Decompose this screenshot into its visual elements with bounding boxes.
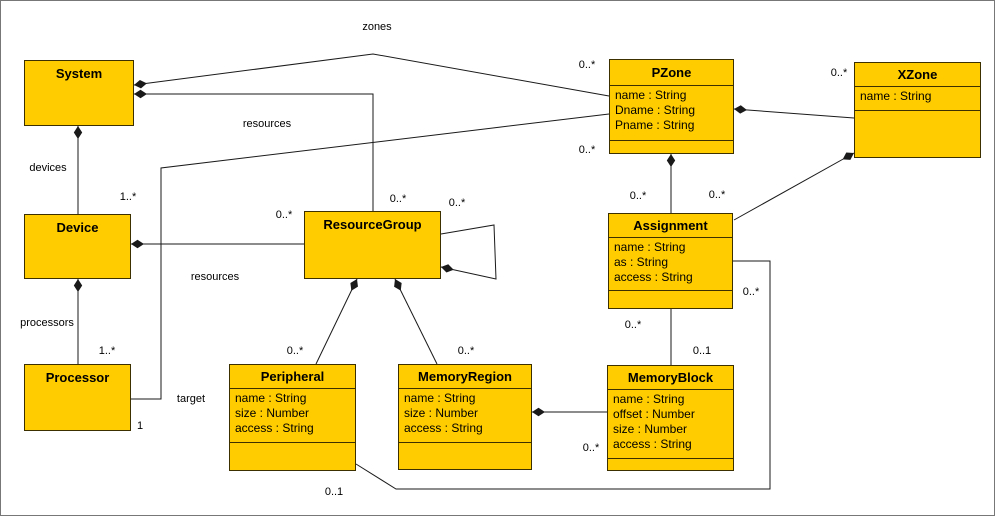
role-label-resources-device: resources bbox=[190, 271, 240, 283]
attribute-row: size : Number bbox=[404, 406, 479, 420]
class-attributes: name : String bbox=[855, 87, 980, 111]
class-title: Peripheral bbox=[230, 365, 355, 389]
class-title: ResourceGroup bbox=[323, 217, 422, 232]
multiplicity-label: 0..* bbox=[275, 209, 293, 221]
edge-xzone-assignment[interactable] bbox=[733, 152, 855, 221]
class-attributes: name : String size : Number access : Str… bbox=[230, 389, 355, 443]
attribute-row: size : Number bbox=[613, 422, 688, 436]
multiplicity-label: 0..* bbox=[457, 345, 475, 357]
class-title: Assignment bbox=[609, 214, 732, 238]
edge-resourcegroup-self[interactable] bbox=[440, 224, 497, 280]
class-title: PZone bbox=[610, 60, 733, 86]
composition-diamond-icon bbox=[441, 264, 454, 273]
multiplicity-label: 0..* bbox=[629, 190, 647, 202]
class-operations bbox=[230, 443, 355, 470]
multiplicity-label: 0..* bbox=[578, 144, 596, 156]
multiplicity-label: 0..* bbox=[582, 442, 600, 454]
class-peripheral[interactable]: Peripheral name : String size : Number a… bbox=[229, 364, 356, 471]
composition-diamond-icon bbox=[734, 105, 747, 114]
class-assignment[interactable]: Assignment name : String as : String acc… bbox=[608, 213, 733, 309]
composition-diamond-icon bbox=[131, 239, 144, 249]
class-attributes: name : String size : Number access : Str… bbox=[399, 389, 531, 443]
composition-diamond-icon bbox=[350, 279, 358, 291]
multiplicity-label: 0..1 bbox=[692, 345, 712, 357]
multiplicity-label: 1 bbox=[136, 420, 144, 432]
class-operations bbox=[855, 111, 980, 157]
class-operations bbox=[399, 443, 531, 469]
class-title: XZone bbox=[855, 63, 980, 87]
class-processor[interactable]: Processor bbox=[24, 364, 131, 431]
class-title: MemoryBlock bbox=[608, 366, 733, 390]
attribute-row: name : String bbox=[404, 391, 476, 405]
class-device[interactable]: Device bbox=[24, 214, 131, 279]
attribute-row: Pname : String bbox=[615, 118, 695, 132]
edge-resourcegroup-peripheral[interactable] bbox=[315, 278, 358, 365]
class-attributes: name : String offset : Number size : Num… bbox=[608, 390, 733, 459]
attribute-row: name : String bbox=[235, 391, 307, 405]
multiplicity-label: 0..* bbox=[448, 197, 466, 209]
attribute-row: size : Number bbox=[235, 406, 310, 420]
class-xzone[interactable]: XZone name : String bbox=[854, 62, 981, 158]
composition-diamond-icon bbox=[73, 279, 83, 292]
edge-system-resourcegroup[interactable] bbox=[134, 93, 374, 211]
role-label-processors: processors bbox=[20, 317, 74, 329]
composition-diamond-icon bbox=[134, 89, 147, 99]
role-label-devices: devices bbox=[29, 162, 67, 174]
class-attributes: name : String Dname : String Pname : Str… bbox=[610, 86, 733, 141]
class-memoryregion[interactable]: MemoryRegion name : String size : Number… bbox=[398, 364, 532, 470]
attribute-row: access : String bbox=[404, 421, 483, 435]
edge-pzone-xzone[interactable] bbox=[733, 108, 855, 119]
multiplicity-label: 0..* bbox=[624, 319, 642, 331]
edge-pzone-processor-target[interactable] bbox=[131, 113, 610, 400]
attribute-row: access : String bbox=[235, 421, 314, 435]
class-title: System bbox=[55, 66, 103, 81]
attribute-row: name : String bbox=[860, 89, 932, 103]
attribute-row: name : String bbox=[615, 88, 687, 102]
multiplicity-label: 0..* bbox=[286, 345, 304, 357]
attribute-row: name : String bbox=[614, 240, 686, 254]
class-system[interactable]: System bbox=[24, 60, 134, 126]
multiplicity-label: 1..* bbox=[98, 345, 116, 357]
attribute-row: access : String bbox=[613, 437, 692, 451]
attribute-row: access : String bbox=[614, 270, 693, 284]
attribute-row: Dname : String bbox=[615, 103, 696, 117]
multiplicity-label: 0..* bbox=[578, 59, 596, 71]
edge-system-pzone[interactable] bbox=[133, 53, 610, 97]
class-memoryblock[interactable]: MemoryBlock name : String offset : Numbe… bbox=[607, 365, 734, 471]
role-label-resources-system: resources bbox=[242, 118, 292, 130]
edge-assignment-peripheral[interactable] bbox=[355, 260, 771, 490]
attribute-row: as : String bbox=[614, 255, 669, 269]
multiplicity-label: 0..* bbox=[389, 193, 407, 205]
edge-resourcegroup-memoryregion[interactable] bbox=[394, 278, 438, 365]
multiplicity-label: 0..1 bbox=[324, 486, 344, 498]
attribute-row: offset : Number bbox=[613, 407, 695, 421]
multiplicity-label: 1..* bbox=[119, 191, 137, 203]
class-resourcegroup[interactable]: ResourceGroup bbox=[304, 211, 441, 279]
class-operations bbox=[608, 459, 733, 470]
multiplicity-label: 0..* bbox=[830, 67, 848, 79]
multiplicity-label: 0..* bbox=[742, 286, 760, 298]
attribute-row: name : String bbox=[613, 392, 685, 406]
composition-diamond-icon bbox=[532, 407, 545, 417]
class-title: Processor bbox=[45, 370, 110, 385]
class-title: MemoryRegion bbox=[399, 365, 531, 389]
composition-diamond-icon bbox=[842, 152, 854, 160]
composition-diamond-icon bbox=[73, 126, 83, 139]
role-label-target: target bbox=[176, 393, 206, 405]
class-operations bbox=[610, 141, 733, 153]
class-attributes: name : String as : String access : Strin… bbox=[609, 238, 732, 291]
multiplicity-label: 0..* bbox=[708, 189, 726, 201]
role-label-zones: zones bbox=[362, 21, 392, 33]
class-pzone[interactable]: PZone name : String Dname : String Pname… bbox=[609, 59, 734, 154]
composition-diamond-icon bbox=[666, 154, 676, 167]
composition-diamond-icon bbox=[134, 79, 147, 89]
composition-diamond-icon bbox=[394, 279, 402, 291]
class-title: Device bbox=[56, 220, 99, 235]
class-operations bbox=[609, 291, 732, 308]
